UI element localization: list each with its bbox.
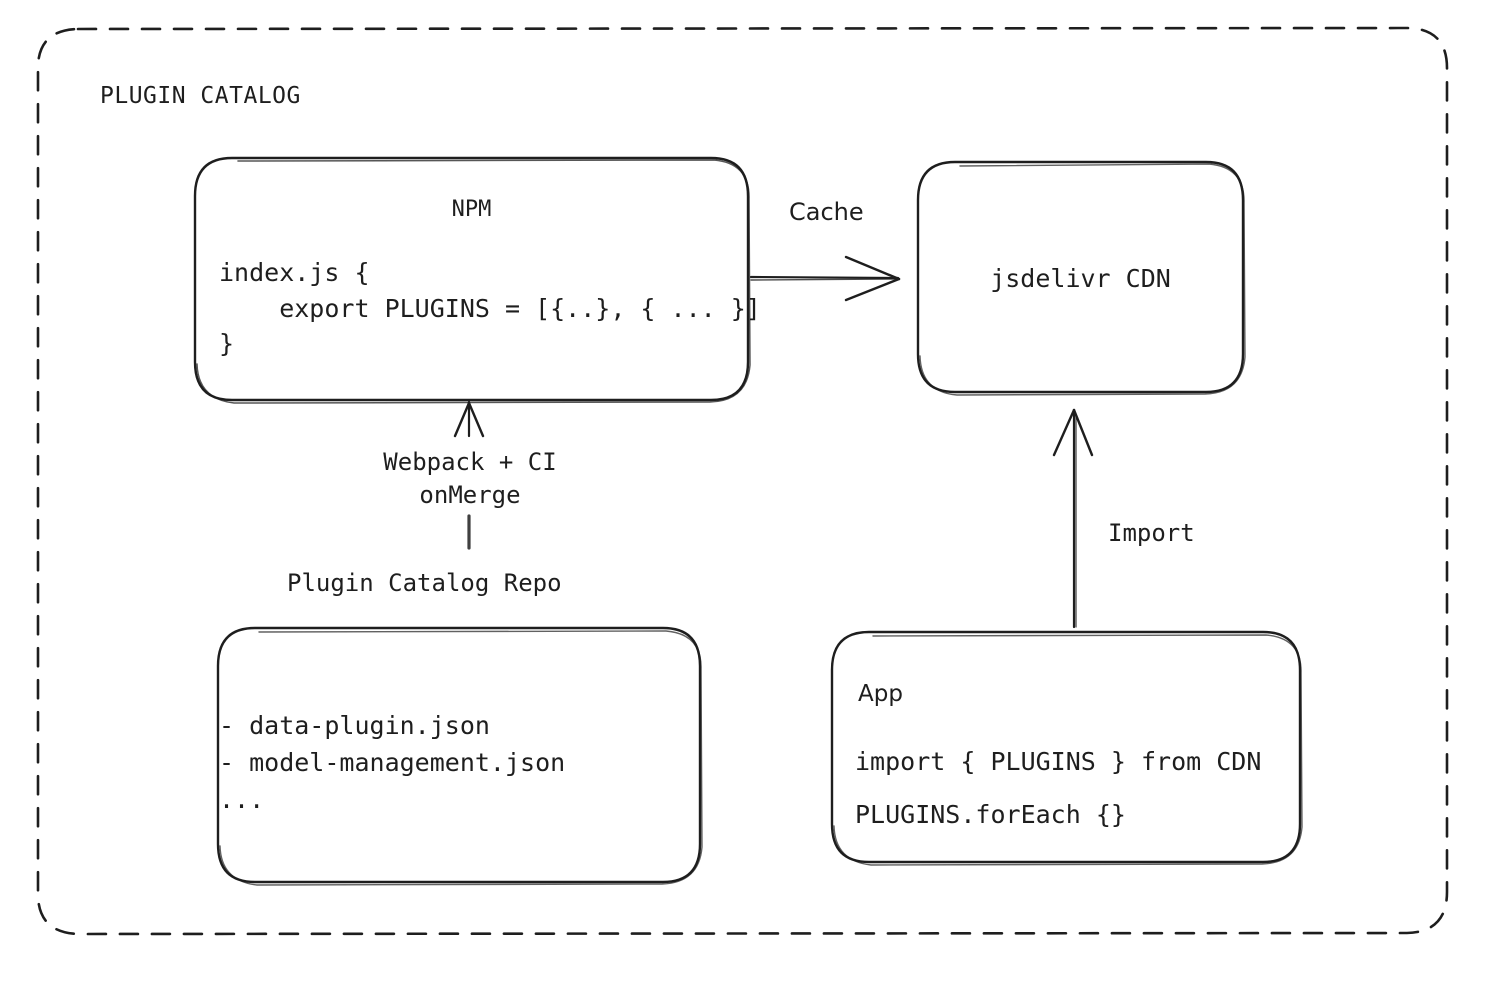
app-box-title: App — [858, 681, 903, 707]
edge-npm-to-cdn — [749, 255, 901, 302]
npm-box-code: index.js { export PLUGINS = [{..}, { ...… — [219, 258, 761, 358]
npm-box-title: NPM — [451, 197, 492, 222]
repo-box-file-list: - data-plugin.json - model-management.js… — [219, 711, 566, 814]
repo-box-label: Plugin Catalog Repo — [287, 569, 562, 597]
app-code-import-line: import { PLUGINS } from CDN — [855, 747, 1262, 776]
edge-label-webpack-ci-onmerge: Webpack + CI onMerge — [383, 448, 557, 510]
app-box-code: import { PLUGINS } from CDN PLUGINS.forEa… — [855, 736, 1261, 841]
edge-app-to-cdn — [1052, 408, 1094, 629]
edge-label-import: Import — [1108, 519, 1195, 547]
group-title-plugin-catalog: PLUGIN CATALOG — [100, 83, 301, 109]
app-code-foreach-line: PLUGINS.forEach {} — [855, 799, 1126, 829]
edge-label-cache: Cache — [789, 198, 864, 226]
cdn-box-title: jsdelivr CDN — [990, 264, 1171, 293]
